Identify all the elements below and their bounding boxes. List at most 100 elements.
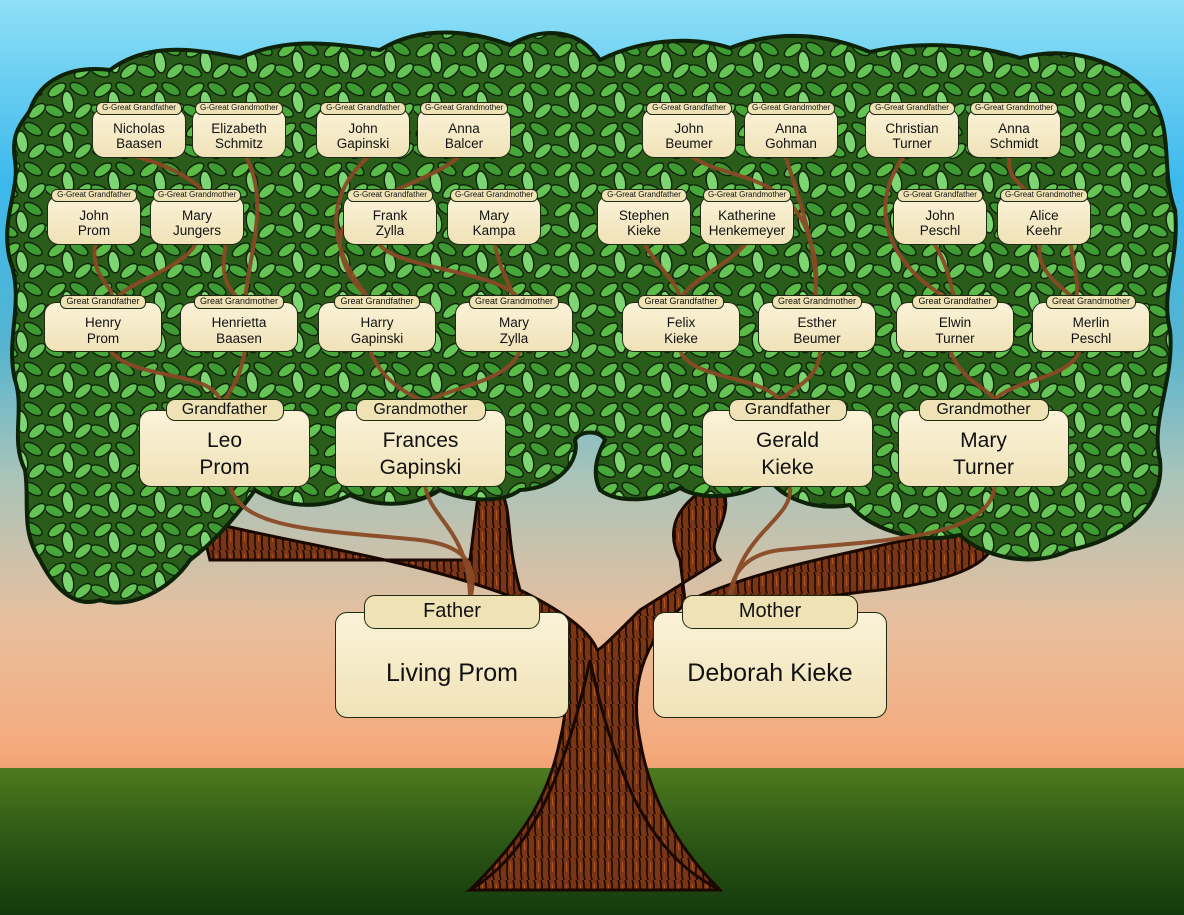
first-name: Gerald xyxy=(755,428,820,452)
first-name: Mary xyxy=(499,314,529,330)
role-label: G-Great Grandmother xyxy=(1000,188,1088,202)
role-label: G-Great Grandmother xyxy=(195,101,283,115)
role-label: G-Great Grandmother xyxy=(420,101,508,115)
role-label: Great Grandfather xyxy=(334,295,420,309)
first-name: Leo xyxy=(206,428,243,452)
first-name: John xyxy=(348,120,378,136)
first-name: Merlin xyxy=(1072,314,1110,330)
role-label: Grandmother xyxy=(355,399,486,421)
last-name: Kieke xyxy=(761,456,814,479)
first-name: John xyxy=(674,120,704,136)
first-name: Anna xyxy=(775,120,807,136)
role-label: G-Great Grandfather xyxy=(96,101,182,115)
first-name: Henry xyxy=(84,314,121,330)
first-name: Mary xyxy=(960,428,1007,452)
role-label: G-Great Grandfather xyxy=(897,188,983,202)
vines xyxy=(92,153,1082,602)
first-name: Elwin xyxy=(938,314,972,330)
first-name: Elizabeth xyxy=(211,120,267,136)
first-name: Mary xyxy=(479,207,509,223)
trunk xyxy=(197,477,996,892)
role-label: G-Great Grandmother xyxy=(450,188,538,202)
last-name: Zylla xyxy=(375,223,405,239)
role-label: Great Grandfather xyxy=(638,295,724,309)
role-label: G-Great Grandfather xyxy=(51,188,137,202)
first-name: Harry xyxy=(360,314,394,330)
first-name: Frank xyxy=(372,207,408,223)
role-label: Great Grandfather xyxy=(60,295,146,309)
last-name: Peschl xyxy=(1070,330,1112,346)
role-label: Father xyxy=(364,595,540,629)
last-name: Turner xyxy=(952,456,1015,479)
role-label: G-Great Grandmother xyxy=(153,188,241,202)
first-name: Alice xyxy=(1029,207,1059,223)
first-name: Living Prom xyxy=(386,659,518,688)
first-name: Katherine xyxy=(718,207,776,223)
last-name: Gohman xyxy=(765,136,817,152)
first-name: John xyxy=(79,207,109,223)
role-label: G-Great Grandfather xyxy=(601,188,687,202)
last-name: Baasen xyxy=(216,330,262,346)
role-label: G-Great Grandfather xyxy=(347,188,433,202)
last-name: Baasen xyxy=(116,136,162,152)
last-name: Prom xyxy=(199,456,250,479)
first-name: Mary xyxy=(182,207,212,223)
first-name: Frances xyxy=(382,428,459,452)
role-label: G-Great Grandfather xyxy=(320,101,406,115)
last-name: Peschl xyxy=(919,223,961,239)
first-name: Christian xyxy=(885,120,939,136)
first-name: John xyxy=(925,207,955,223)
last-name: Beumer xyxy=(665,136,713,152)
role-label: Great Grandmother xyxy=(1046,295,1136,309)
last-name: Balcer xyxy=(444,136,484,152)
role-label: G-Great Grandmother xyxy=(703,188,791,202)
first-name: Esther xyxy=(797,314,837,330)
role-label: G-Great Grandfather xyxy=(646,101,732,115)
last-name: Gapinski xyxy=(350,330,404,346)
role-label: Grandmother xyxy=(918,399,1049,421)
last-name: Beumer xyxy=(793,330,841,346)
first-name: Anna xyxy=(998,120,1030,136)
last-name: Kieke xyxy=(664,330,698,346)
last-name: Gapinski xyxy=(379,456,462,479)
role-label: Great Grandmother xyxy=(469,295,559,309)
last-name: Jungers xyxy=(172,223,222,239)
role-label: G-Great Grandmother xyxy=(747,101,835,115)
first-name: Nicholas xyxy=(113,120,165,136)
father-box[interactable]: Living Prom xyxy=(335,612,569,718)
last-name: Prom xyxy=(86,330,120,346)
first-name: Henrietta xyxy=(211,314,267,330)
last-name: Kampa xyxy=(472,223,516,239)
first-name: Stephen xyxy=(618,207,670,223)
last-name: Turner xyxy=(935,330,975,346)
